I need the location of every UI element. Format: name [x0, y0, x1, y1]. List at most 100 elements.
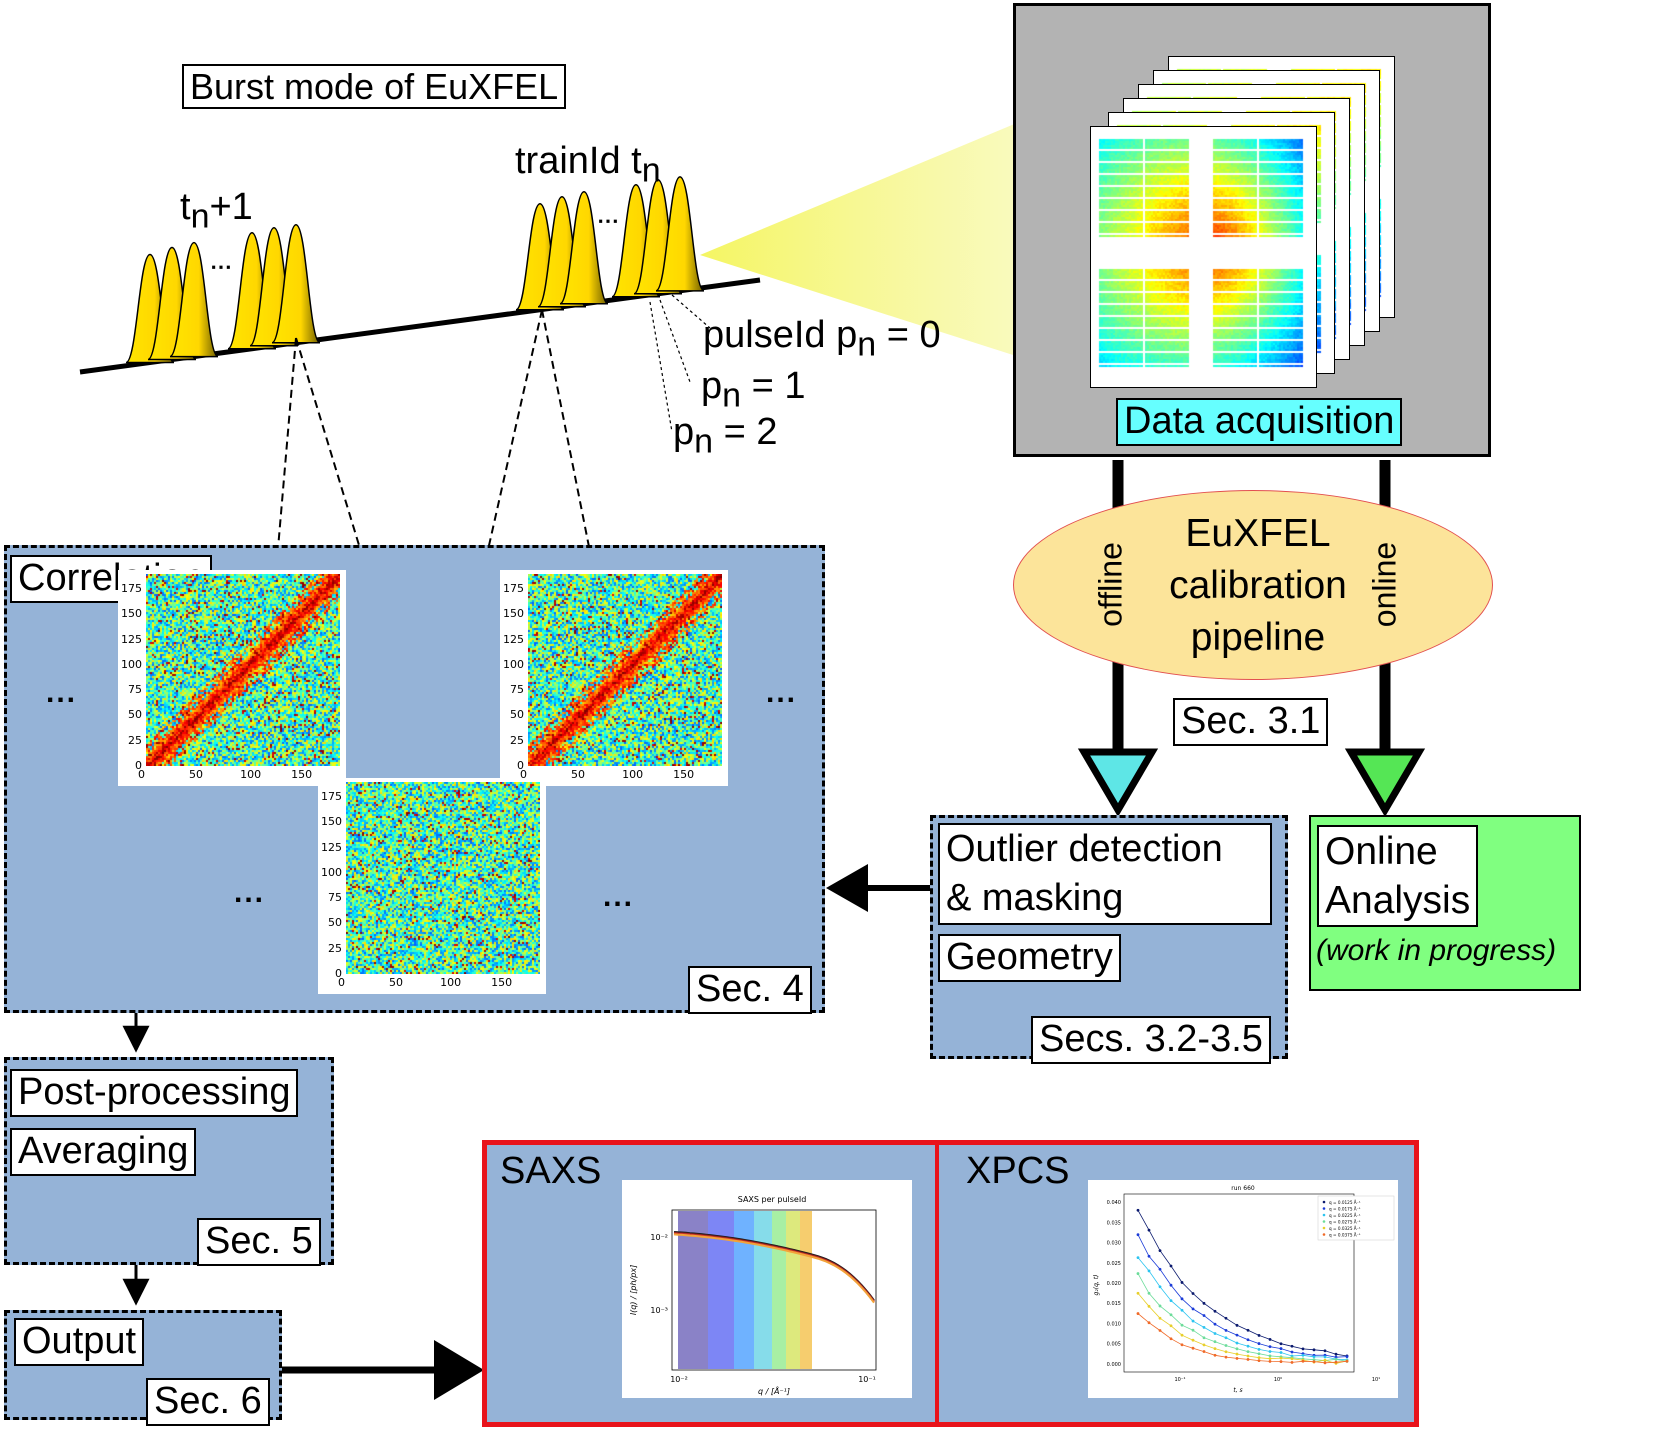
xpcs-ytick: 0.005 [1107, 1342, 1121, 1348]
xpcs-point [1235, 1357, 1239, 1360]
xpcs-point [1202, 1301, 1206, 1305]
offline-label: offline [1092, 542, 1129, 627]
output-to-results-head [434, 1340, 484, 1400]
burst-mode-title: Burst mode of EuXFEL [182, 64, 567, 110]
xpcs-point [1147, 1291, 1151, 1295]
xpcs-legend-label: q = 0.0275 Å⁻¹ [1329, 1220, 1361, 1225]
pulse-train-current [515, 176, 705, 311]
xpcs-point [1213, 1347, 1217, 1351]
xpcs-point [1213, 1309, 1217, 1313]
xpcs-point [1136, 1208, 1140, 1212]
data-acquisition-panel: Data acquisition [1013, 3, 1491, 457]
xpcs-point [1202, 1314, 1206, 1317]
xpcs-point [1158, 1285, 1162, 1289]
ytick-label: 175 [321, 790, 342, 804]
ytick-label: 75 [128, 683, 142, 697]
ytick-label: 125 [121, 632, 142, 646]
outlier-label: Outlier detection & masking [938, 823, 1272, 925]
xpcs-point [1147, 1321, 1151, 1325]
xpcs-plot-title: run 660 [1231, 1185, 1255, 1192]
xpcs-legend-label: q = 0.0225 Å⁻¹ [1329, 1213, 1361, 1218]
pulse-current-5 [655, 176, 705, 292]
dash-arrow-1 [276, 337, 297, 572]
pulse-prev-5 [271, 224, 321, 344]
train-current-label: trainId tn [515, 140, 661, 190]
xpcs-point [1180, 1323, 1184, 1327]
pipeline-line2: calibration [1169, 564, 1347, 607]
xpcs-point [1191, 1292, 1195, 1295]
pipeline-line3: pipeline [1190, 616, 1326, 659]
xpcs-point [1301, 1359, 1305, 1363]
xpcs-point [1235, 1333, 1239, 1337]
xpcs-point [1312, 1348, 1316, 1352]
xpcs-point [1334, 1352, 1338, 1356]
xpcs-point [1246, 1344, 1250, 1348]
pulse-train-prev [125, 224, 321, 364]
corr2-image [528, 574, 722, 766]
xpcs-point [1224, 1350, 1228, 1354]
ytick-label: 150 [503, 607, 524, 621]
xpcs-point [1169, 1299, 1173, 1303]
xpcs-ylabel: g₂(q, t) [1093, 1275, 1100, 1296]
online-analysis-line2: Analysis [1325, 879, 1471, 922]
xpcs-legend-label: q = 0.0375 Å⁻¹ [1329, 1233, 1361, 1238]
saxs-xtick-right: 10⁻¹ [858, 1375, 876, 1384]
xtick-label: 150 [291, 768, 313, 781]
xpcs-point [1213, 1353, 1217, 1357]
xpcs-point [1323, 1349, 1327, 1353]
xpcs-point [1290, 1361, 1294, 1364]
pulse-ellipsis-prev: ⋯ [210, 254, 234, 279]
saxs-plot: SAXS per pulseId 10⁻² 10⁻³ 10⁻² 10⁻¹ q /… [622, 1180, 912, 1398]
ytick-label: 100 [321, 865, 342, 879]
xpcs-point [1147, 1304, 1151, 1308]
xpcs-series-4 [1137, 1293, 1348, 1364]
pulse-current-2 [559, 191, 609, 305]
ytick-label: 75 [328, 891, 342, 905]
outlier-to-correlation-head [826, 864, 868, 912]
xpcs-point [1235, 1323, 1239, 1327]
xpcs-point [1213, 1340, 1217, 1344]
saxs-ylabel: I(q) / [ph/px] [629, 1265, 638, 1315]
pulse-ellipsis-current: ⋯ [597, 208, 621, 233]
pulse1-label: pn = 1 [701, 365, 806, 415]
xtick-label: 50 [571, 768, 586, 781]
xpcs-point [1169, 1313, 1173, 1317]
xpcs-point [1268, 1338, 1272, 1341]
postprocessing-label: Post-processing [10, 1069, 299, 1117]
xpcs-point [1147, 1228, 1151, 1232]
xpcs-point [1169, 1324, 1173, 1328]
correlation-ellipsis-bottom-right: ... [603, 880, 635, 913]
pipeline-text: EuXFEL calibration pipeline [1143, 508, 1373, 664]
xpcs-point [1191, 1328, 1195, 1332]
xpcs-point [1268, 1345, 1272, 1349]
xpcs-legend-marker [1322, 1233, 1326, 1236]
xpcs-point [1180, 1308, 1184, 1312]
xpcs-legend-marker [1322, 1200, 1326, 1204]
xtick-label: 100 [240, 768, 262, 781]
xpcs-point [1224, 1316, 1228, 1320]
xpcs-xtick: 10¹ [1372, 1377, 1380, 1383]
ytick-label: 100 [121, 657, 142, 671]
xpcs-series-0 [1137, 1210, 1348, 1357]
xpcs-legend-label: q = 0.0125 Å⁻¹ [1329, 1200, 1361, 1205]
xpcs-point [1323, 1358, 1327, 1362]
corr3-image [346, 782, 540, 974]
xpcs-legend-marker [1322, 1220, 1326, 1223]
xpcs-point [1257, 1352, 1261, 1356]
xpcs-point [1191, 1346, 1195, 1350]
xpcs-point [1180, 1343, 1184, 1347]
online-analysis-note: (work in progress) [1316, 934, 1557, 967]
outlier-label-line1: Outlier detection [946, 828, 1223, 870]
xpcs-ytick: 0.020 [1107, 1281, 1121, 1287]
saxs-band-3 [754, 1211, 772, 1369]
xpcs-point [1279, 1351, 1283, 1354]
ytick-label: 175 [503, 582, 524, 596]
xpcs-point [1257, 1334, 1261, 1337]
xpcs-point [1268, 1354, 1272, 1358]
pulse0-leader [671, 294, 711, 329]
xpcs-point [1180, 1297, 1184, 1301]
xpcs-point [1246, 1358, 1250, 1361]
xpcs-xtick: 10⁻¹ [1174, 1377, 1185, 1383]
